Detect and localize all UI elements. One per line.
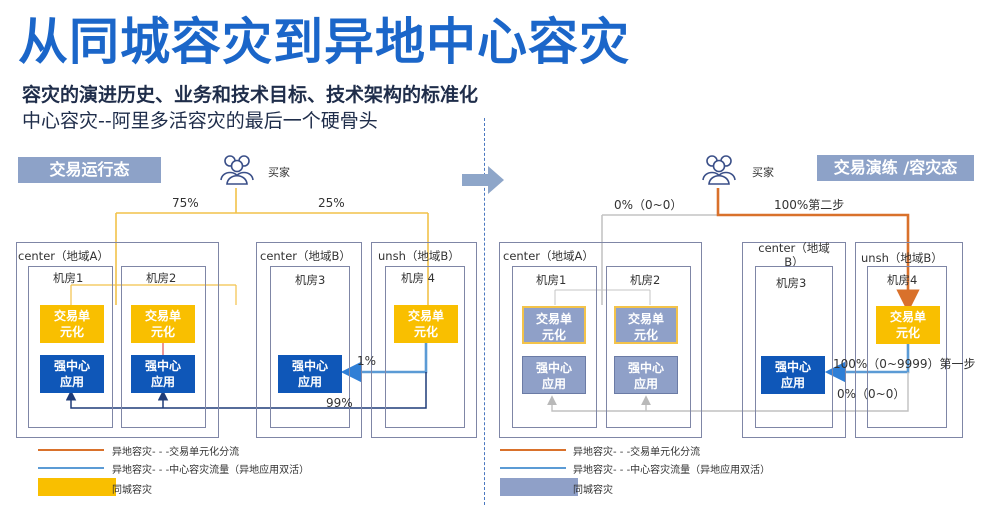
legend-blue-line (38, 467, 104, 469)
center-divider (484, 118, 485, 505)
region-b-box-right (742, 242, 846, 438)
traffic-zero-label: 0%（0~0） (837, 387, 906, 401)
traffic-100-step2-label: 100%第二步 (774, 198, 845, 212)
legend-orange-line-right (500, 449, 566, 451)
room3-label-right: 机房3 (776, 276, 807, 290)
center-app-room2: 强中心 应用 (131, 355, 195, 393)
trade-unit-room2: 交易单 元化 (131, 305, 195, 343)
traffic-99-label: 99% (326, 396, 353, 410)
legend-orange-text-right: 异地容灾- - -交易单元化分流 (573, 447, 701, 458)
trade-unit-room2-right: 交易单 元化 (614, 306, 678, 344)
room4-box (385, 266, 465, 428)
center-app-room3: 强中心 应用 (278, 355, 342, 393)
center-app-room1: 强中心 应用 (40, 355, 104, 393)
region-unsh-label: unsh（地域B） (378, 249, 460, 263)
region-unsh-label-right: unsh（地域B） (861, 251, 943, 265)
center-app-room3-right: 强中心 应用 (761, 356, 825, 394)
traffic-25-label: 25% (318, 196, 345, 210)
legend-grey-box (500, 478, 578, 496)
room2-box (121, 266, 206, 428)
page-title: 从同城容灾到异地中心容灾 (18, 13, 630, 71)
legend-box-text-right: 同城容灾 (573, 485, 613, 496)
buyer-icon-right (702, 155, 736, 185)
subtitle-evolution: 容灾的演进历史、业务和技术目标、技术架构的标准化 (22, 84, 479, 106)
trade-unit-room1-right: 交易单 元化 (522, 306, 586, 344)
state-tag-drill: 交易演练 /容灾态 (817, 155, 974, 181)
buyer-label-right: 买家 (752, 166, 774, 179)
region-unsh-box (371, 242, 477, 438)
legend-yellow-box (38, 478, 116, 496)
region-b-box (256, 242, 362, 438)
trade-unit-room4: 交易单 元化 (394, 305, 458, 343)
region-b-label: center（地域B） (260, 249, 351, 263)
traffic-step1-label: 100%（0~9999）第一步 (833, 357, 976, 371)
buyer-label: 买家 (268, 166, 290, 179)
buyer-icon (220, 155, 254, 185)
room2-label-right: 机房2 (630, 273, 661, 287)
trade-unit-room4-right: 交易单 元化 (876, 306, 940, 344)
room1-label-right: 机房1 (536, 273, 567, 287)
region-a-label-right: center（地域A） (503, 249, 594, 263)
state-tag-running: 交易运行态 (18, 157, 161, 183)
room2-label: 机房2 (146, 271, 177, 285)
room4-box-right (867, 266, 947, 428)
room2-box-right (606, 266, 691, 428)
region-a-label: center（地域A） (18, 249, 109, 263)
legend-orange-line (38, 449, 104, 451)
room3-label: 机房3 (295, 273, 326, 287)
traffic-1-label: 1% (357, 354, 377, 368)
region-unsh-box-right (855, 242, 963, 438)
room3-box (270, 266, 350, 428)
room1-label: 机房1 (53, 271, 84, 285)
center-app-room1-right: 强中心 应用 (522, 356, 586, 394)
legend-blue-line-right (500, 467, 566, 469)
region-a-box-right (499, 242, 702, 438)
room1-box (28, 266, 113, 428)
region-b-label-right: center（地域 B） (758, 241, 830, 269)
legend-blue-text-right: 异地容灾- - -中心容灾流量（异地应用双活） (573, 465, 771, 476)
region-a-box (16, 242, 219, 438)
subtitle-center-dr: 中心容灾--阿里多活容灾的最后一个硬骨头 (22, 110, 378, 132)
room1-box-right (512, 266, 597, 428)
legend-box-text: 同城容灾 (112, 485, 152, 496)
room4-label-right: 机房4 (887, 273, 918, 287)
legend-blue-text: 异地容灾- - -中心容灾流量（异地应用双活） (112, 465, 310, 476)
traffic-0-label: 0%（0~0） (614, 198, 683, 212)
trade-unit-room1: 交易单 元化 (40, 305, 104, 343)
room3-box-right (755, 266, 833, 428)
room4-label: 机房 4 (401, 271, 435, 285)
legend-orange-text: 异地容灾- - -交易单元化分流 (112, 447, 240, 458)
center-app-room2-right: 强中心 应用 (614, 356, 678, 394)
traffic-75-label: 75% (172, 196, 199, 210)
